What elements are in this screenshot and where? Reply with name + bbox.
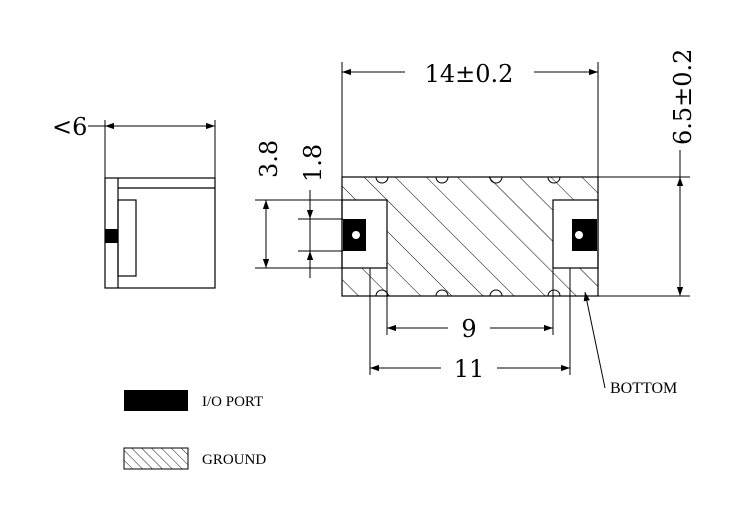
- bottom-callout-label: BOTTOM: [610, 380, 677, 397]
- right-io-pad-dot: [575, 231, 583, 239]
- side-width-label: <6: [52, 113, 87, 141]
- side-view-body: [104, 177, 216, 289]
- bottom-callout-leader: [583, 291, 606, 389]
- legend-io-port-swatch: [124, 390, 188, 411]
- legend: I/O PORT GROUND: [123, 390, 266, 470]
- top-castellations: [375, 176, 561, 184]
- legend-ground-swatch: [123, 447, 189, 470]
- width-label: 6.5±0.2: [669, 49, 697, 145]
- side-view-inner-step: [117, 199, 137, 277]
- legend-ground-label: GROUND: [202, 452, 266, 468]
- bottom-castellations: [375, 289, 561, 297]
- pad-outer-label: 3.8: [255, 140, 283, 178]
- plan-view: 14±0.2 6.5±0.2 3.8 1.8 9 11 BOTTOM: [255, 49, 697, 397]
- right-pad-outline: [552, 199, 599, 269]
- pad-inner-label: 1.8: [299, 144, 327, 182]
- legend-io-port-label: I/O PORT: [202, 394, 263, 410]
- left-io-pad-dot: [352, 231, 360, 239]
- side-view: <6: [52, 113, 216, 289]
- length-label: 14±0.2: [425, 60, 514, 88]
- left-pad-outline: [341, 199, 388, 269]
- inner-span-label: 9: [461, 315, 476, 343]
- outer-span-label: 11: [454, 355, 485, 383]
- side-view-io-pad: [105, 229, 118, 243]
